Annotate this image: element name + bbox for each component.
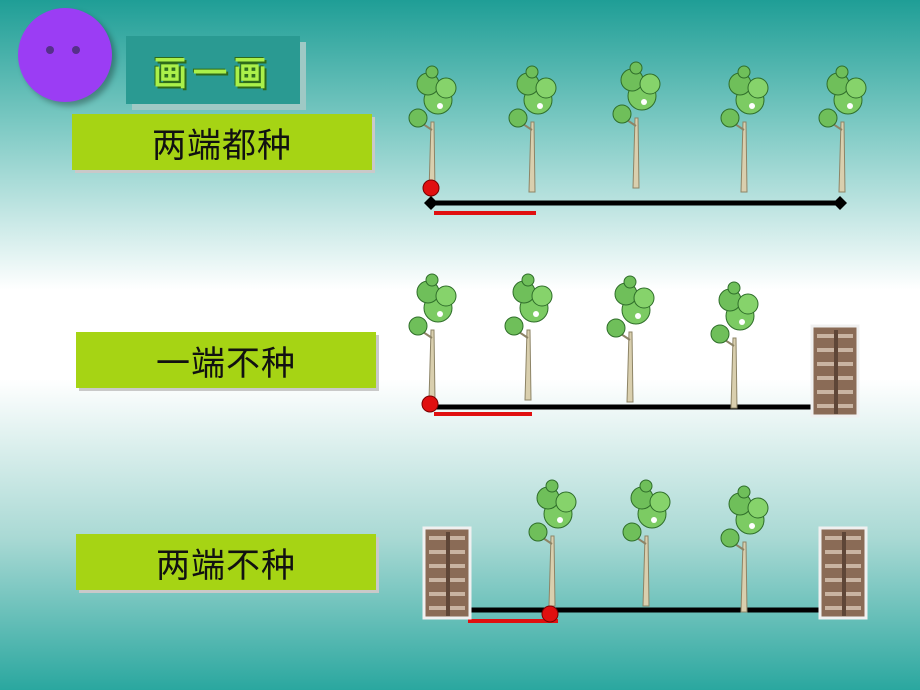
row-label-both-ends: 两端都种 bbox=[72, 114, 372, 170]
tree-icon bbox=[528, 479, 577, 607]
face-left-eye bbox=[46, 46, 54, 54]
tree-icon bbox=[622, 479, 671, 607]
page-title: 画一画 bbox=[153, 53, 273, 94]
tree-icon bbox=[710, 281, 759, 409]
start-dot bbox=[422, 179, 440, 197]
building-icon bbox=[422, 526, 472, 620]
row-label-text: 两端都种 bbox=[152, 125, 292, 166]
title-box: 画一画 bbox=[126, 36, 300, 104]
tree-icon bbox=[720, 65, 769, 193]
tree-icon bbox=[408, 273, 457, 401]
endpoint-marker bbox=[424, 196, 438, 210]
row-label-no-ends: 两端不种 bbox=[76, 534, 376, 590]
start-dot bbox=[541, 605, 559, 623]
smiley-face-icon bbox=[18, 8, 112, 102]
tree-icon bbox=[606, 275, 655, 403]
tree-icon bbox=[408, 65, 457, 193]
row-label-one-end: 一端不种 bbox=[76, 332, 376, 388]
building-icon bbox=[810, 324, 860, 418]
start-dot bbox=[421, 395, 439, 413]
row-label-text: 一端不种 bbox=[156, 343, 296, 384]
tree-icon bbox=[504, 273, 553, 401]
row-label-text: 两端不种 bbox=[156, 545, 296, 586]
face-right-eye bbox=[72, 46, 80, 54]
row-2-scene bbox=[408, 273, 860, 418]
tree-icon bbox=[508, 65, 557, 193]
endpoint-marker bbox=[833, 196, 847, 210]
tree-icon bbox=[720, 485, 769, 613]
building-icon bbox=[818, 526, 868, 620]
row-3-scene bbox=[422, 479, 868, 623]
tree-icon bbox=[612, 61, 661, 189]
row-1-scene bbox=[408, 61, 867, 215]
tree-icon bbox=[818, 65, 867, 193]
